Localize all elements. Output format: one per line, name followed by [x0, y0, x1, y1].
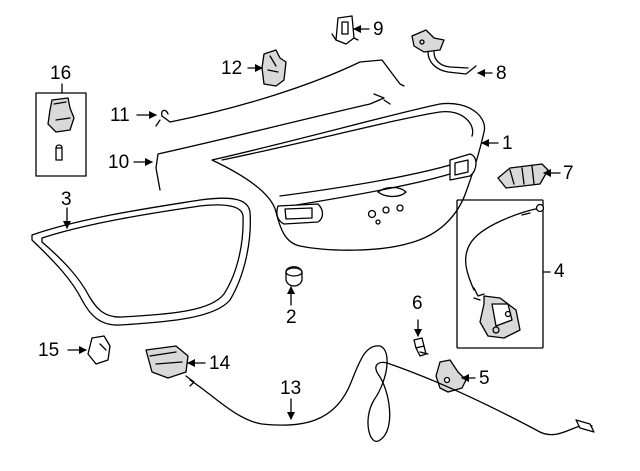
lock-striker-part: [435, 359, 467, 393]
lamp-socket-part: [35, 92, 87, 177]
release-cable-part: [185, 345, 595, 443]
callout-9: 9: [373, 19, 384, 40]
torsion-bar-lower-part: [155, 93, 391, 191]
callout-leaders: [61, 25, 561, 420]
callout-11: 11: [110, 105, 130, 126]
callout-4: 4: [554, 261, 565, 282]
trunk-lid-part: [211, 102, 486, 251]
screw-part: [413, 337, 429, 357]
callout-8: 8: [496, 63, 507, 84]
callout-3: 3: [61, 189, 72, 210]
callout-5: 5: [479, 368, 490, 389]
harness-bracket-part: [411, 29, 477, 75]
trunk-lock-assembly-part: [456, 199, 545, 349]
opener-switch-part: [497, 163, 549, 189]
weatherstrip-seal-part: [31, 197, 251, 326]
license-lamp-part: [87, 335, 111, 365]
callout-16: 16: [50, 63, 72, 84]
hinge-bracket-part: [261, 49, 287, 87]
callout-10: 10: [108, 152, 130, 173]
bumper-stop-part: [285, 266, 303, 287]
torsion-bar-upper-part: [155, 59, 405, 127]
release-actuator-part: [145, 345, 189, 379]
callout-13: 13: [280, 378, 302, 399]
callout-6: 6: [412, 293, 423, 314]
callout-2: 2: [286, 307, 297, 328]
callout-14: 14: [209, 353, 231, 374]
cable-clip-part: [331, 15, 359, 45]
callout-7: 7: [563, 163, 574, 184]
callout-1: 1: [502, 133, 513, 154]
callout-15: 15: [38, 340, 60, 361]
callout-12: 12: [221, 58, 243, 79]
